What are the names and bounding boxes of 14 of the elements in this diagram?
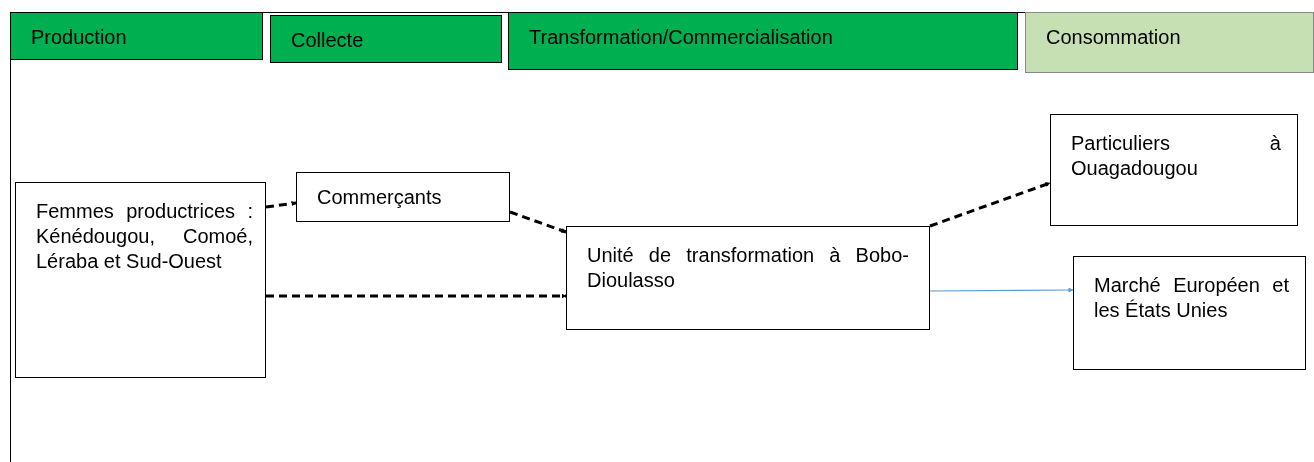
processing-box: Unité de transformation à Bobo-Dioulasso: [566, 226, 930, 330]
arrow: [929, 181, 1051, 228]
column-header: Production: [10, 12, 263, 60]
producer-box: Femmes productrices : Kénédougou, Comoé, Léraba et Sud-Ouest: [15, 182, 266, 378]
trader-box: Commerçants: [296, 172, 510, 222]
arrow: [266, 293, 567, 299]
market-box: Marché Européen et les États Unies: [1073, 256, 1306, 370]
column-header: Transformation/Commercialisation: [508, 12, 1018, 70]
column-header: Collecte: [270, 15, 502, 63]
arrow: [265, 201, 297, 209]
arrow: [929, 287, 1074, 293]
arrow: [509, 210, 567, 234]
column-header: Consommation: [1025, 12, 1314, 73]
consumer-box: Particuliers à Ouagadougou: [1050, 114, 1298, 226]
